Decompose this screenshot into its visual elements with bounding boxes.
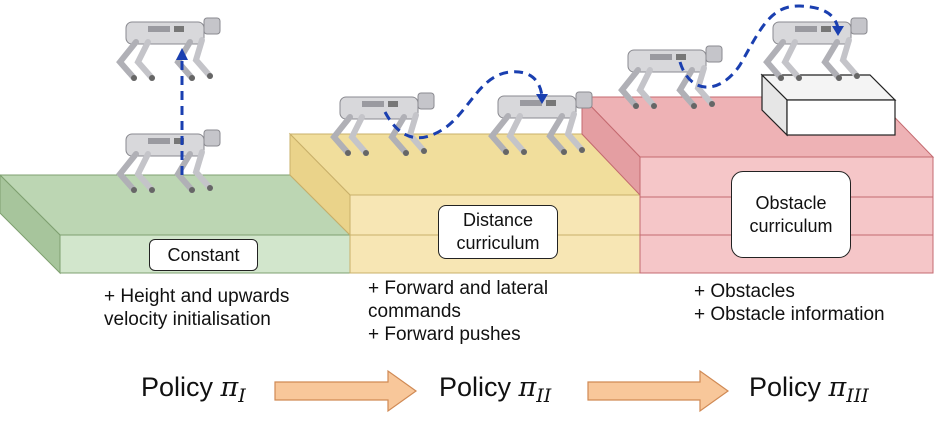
policy-symbol: π [220, 372, 239, 403]
policy-word: Policy [749, 372, 822, 402]
jump-trajectory-forward [383, 70, 548, 140]
policy-subscript: II [536, 385, 552, 407]
addition-line: commands [368, 301, 461, 322]
policy-1-label: Policy πI [141, 372, 246, 407]
robot-dog-icon [767, 18, 867, 81]
policy-word: Policy [141, 372, 214, 402]
jump-trajectory-obstacle [678, 4, 844, 89]
obstacle-label-line2: curriculum [749, 215, 833, 236]
addition-line: + Obstacle information [694, 304, 885, 325]
constant-label: Constant [167, 244, 240, 265]
addition-line: velocity initialisation [104, 309, 271, 330]
policy-symbol: π [828, 372, 847, 403]
arrow-icon [587, 369, 730, 413]
policy-symbol: π [518, 372, 537, 403]
addition-line: + Height and upwards [104, 286, 290, 307]
distance-label-line2: curriculum [456, 233, 540, 253]
distance-label-line1: Distance [462, 210, 534, 230]
policy-2-label: Policy πII [439, 372, 551, 407]
addition-line: + Obstacles [694, 281, 795, 302]
constant-box: Constant [149, 239, 258, 271]
obstacle-label-line1: Obstacle [755, 192, 827, 213]
addition-line: + Forward pushes [368, 324, 521, 345]
obstacle-block [760, 73, 897, 137]
policy-word: Policy [439, 372, 512, 402]
robot-dog-icon [120, 18, 220, 81]
arrow-icon [274, 369, 418, 413]
policy-subscript: I [238, 385, 246, 407]
addition-line: + Forward and lateral [368, 278, 549, 299]
jump-trajectory-vertical [176, 48, 188, 175]
policy-3-label: Policy πIII [749, 372, 869, 407]
policy-subscript: III [846, 385, 869, 407]
distance-additions: + Forward and lateral commands + Forward… [368, 277, 548, 346]
obstacle-additions: + Obstacles + Obstacle information [694, 280, 885, 326]
constant-additions: + Height and upwards velocity initialisa… [104, 285, 289, 331]
distance-curriculum-box: Distance curriculum [438, 205, 558, 259]
obstacle-curriculum-box: Obstacle curriculum [731, 171, 851, 258]
